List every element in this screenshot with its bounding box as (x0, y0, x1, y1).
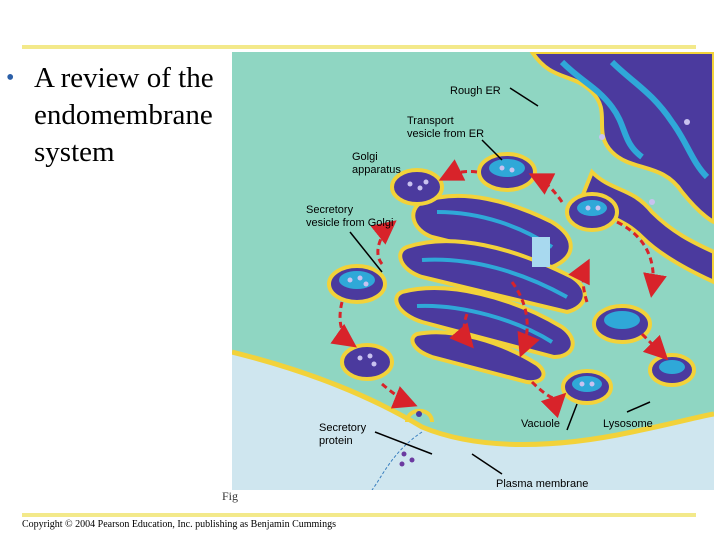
vacuole-vesicle (563, 371, 611, 403)
label-lysosome: Lysosome (603, 418, 653, 430)
bullet-line-2: endomembrane (34, 97, 234, 134)
bullet-text: A review of the endomembrane system (34, 60, 234, 171)
label-transport-vesicle-line2: vesicle from ER (407, 128, 484, 140)
copyright-notice: Copyright © 2004 Pearson Education, Inc.… (22, 519, 336, 530)
transport-vesicle (479, 154, 535, 190)
bullet-line-1: A review of the (34, 60, 234, 97)
label-secretory-vesicle-line1: Secretory (306, 204, 354, 216)
label-secretory-vesicle-line2: vesicle from Golgi (306, 217, 393, 229)
bullet-dot: • (6, 60, 14, 97)
vesicle-right-mid (594, 306, 650, 342)
figure-label: Fig (222, 489, 238, 504)
golgi-apparatus (396, 196, 584, 382)
vesicle-secretory-golgi (329, 266, 385, 302)
bullet-line-3: system (34, 134, 234, 171)
label-secretory-protein-line2: protein (319, 435, 353, 447)
label-vacuole: Vacuole (521, 418, 560, 430)
vesicle-left-low (342, 345, 392, 379)
label-golgi-line1: Golgi (352, 151, 378, 163)
endomembrane-diagram: Rough ER Transport vesicle from ER Golgi… (232, 52, 714, 490)
label-golgi-line2: apparatus (352, 164, 401, 176)
vesicle-right-er (567, 194, 617, 230)
top-rule (22, 45, 696, 49)
bottom-rule (22, 513, 696, 517)
lysosome-vesicle (650, 355, 694, 385)
label-transport-vesicle-line1: Transport (407, 115, 454, 127)
label-plasma-membrane: Plasma membrane (496, 478, 588, 490)
label-rough-er: Rough ER (450, 85, 501, 97)
label-secretory-protein-line1: Secretory (319, 422, 367, 434)
